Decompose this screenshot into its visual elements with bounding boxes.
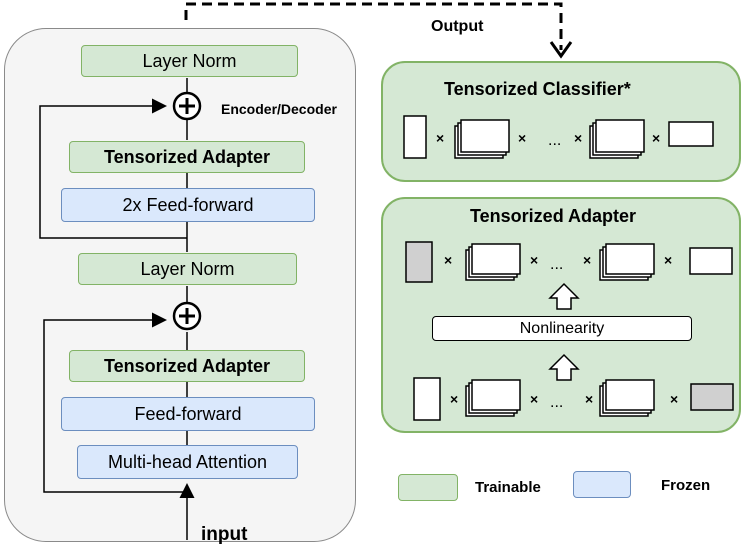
up-arrow-top — [548, 282, 580, 310]
adapter-bottom-core-2 — [599, 379, 655, 417]
multi-head-attention-label: Multi-head Attention — [107, 451, 268, 472]
add-node-bottom — [172, 301, 202, 331]
tensorized-adapter-panel — [381, 197, 741, 433]
adapter-top-core-2 — [599, 243, 655, 281]
classifier-core-2 — [589, 119, 645, 159]
adapter-bottom-core-1 — [465, 379, 521, 417]
add-node-top — [172, 91, 202, 121]
feed-forward-2x-label: 2x Feed-forward — [122, 194, 254, 215]
adapter-bottom-matrix-left — [413, 377, 441, 421]
tensorized-adapter-bottom: Tensorized Adapter — [69, 350, 305, 382]
svg-text:×: × — [530, 252, 538, 268]
adapter-bottom-matrix-right — [690, 383, 734, 411]
svg-text:×: × — [583, 252, 591, 268]
svg-text:×: × — [518, 130, 526, 146]
legend-frozen-label: Frozen — [661, 477, 711, 494]
svg-text:×: × — [574, 130, 582, 146]
svg-text:×: × — [652, 130, 660, 146]
encoder-decoder-label: Encoder/Decoder — [221, 101, 337, 117]
svg-text:×: × — [585, 391, 593, 407]
svg-text:×: × — [670, 391, 678, 407]
layer-norm-top: Layer Norm — [81, 45, 298, 77]
legend-frozen-swatch — [573, 471, 631, 498]
layer-norm-top-label: Layer Norm — [142, 50, 237, 71]
legend-trainable-swatch — [398, 474, 458, 501]
input-label: input — [201, 524, 248, 545]
multi-head-attention: Multi-head Attention — [77, 445, 298, 479]
svg-text:×: × — [450, 391, 458, 407]
classifier-title: Tensorized Classifier* — [444, 79, 631, 99]
adapter-top-matrix-right — [689, 247, 733, 275]
adapter-top-core-1 — [465, 243, 521, 281]
feed-forward-2x: 2x Feed-forward — [61, 188, 315, 222]
tensorized-adapter-top-label: Tensorized Adapter — [103, 146, 271, 167]
classifier-ellipsis: ... — [548, 132, 562, 149]
svg-text:×: × — [530, 391, 538, 407]
feed-forward: Feed-forward — [61, 397, 315, 431]
svg-text:×: × — [444, 252, 452, 268]
layer-norm-mid: Layer Norm — [78, 253, 297, 285]
classifier-matrix-right — [668, 121, 714, 147]
tensorized-adapter-top: Tensorized Adapter — [69, 141, 305, 173]
up-arrow-bottom — [548, 353, 580, 381]
nonlinearity-box: Nonlinearity — [432, 316, 692, 341]
layer-norm-mid-label: Layer Norm — [140, 258, 235, 279]
adapter-title: Tensorized Adapter — [470, 206, 637, 226]
tensorized-adapter-bottom-label: Tensorized Adapter — [103, 355, 271, 376]
nonlinearity-label: Nonlinearity — [519, 319, 605, 337]
classifier-core-1 — [454, 119, 510, 159]
classifier-matrix-left — [403, 115, 427, 159]
output-label: Output — [431, 18, 484, 35]
legend-trainable-label: Trainable — [475, 479, 541, 496]
svg-text:×: × — [436, 130, 444, 146]
feed-forward-label: Feed-forward — [134, 403, 242, 424]
adapter-top-matrix-left — [405, 241, 433, 283]
svg-text:×: × — [664, 252, 672, 268]
adapter-ellipsis-top: ... — [550, 256, 564, 273]
adapter-ellipsis-bottom: ... — [550, 394, 564, 411]
